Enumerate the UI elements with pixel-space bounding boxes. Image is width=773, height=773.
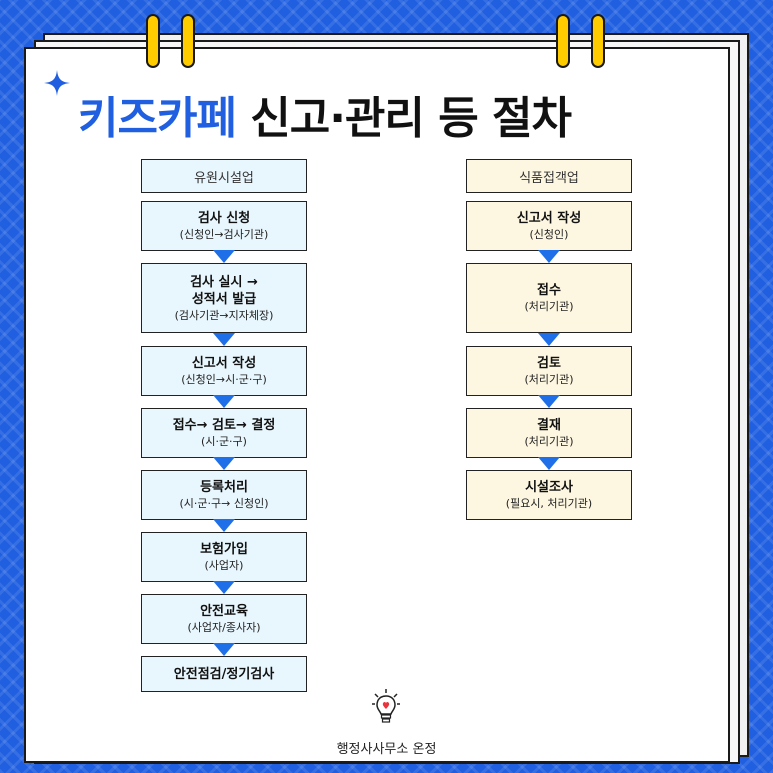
step-title: 안전교육 xyxy=(200,604,248,619)
left-step-2: 검사 실시 → 성적서 발급 (검사기관→지자체장) xyxy=(141,263,307,333)
step-title: 신고서 작성 xyxy=(516,211,582,226)
left-step-5: 등록처리 (시·군·구→ 신청인) xyxy=(141,470,307,520)
step-title-line2: 성적서 발급 xyxy=(191,291,257,307)
step-title: 검사 신청 xyxy=(197,211,251,226)
left-step-1: 검사 신청 (신청인→검사기관) xyxy=(141,201,307,251)
right-step-2: 접수 (처리기관) xyxy=(466,263,632,333)
arrow-down-icon xyxy=(538,457,560,470)
lightbulb-heart-icon xyxy=(372,689,400,723)
binder-ring-right-1 xyxy=(556,14,570,68)
left-step-8: 안전점검/정기검사 xyxy=(141,656,307,692)
footer-brand: 행정사사무소 온정 xyxy=(336,742,437,757)
arrow-down-icon xyxy=(538,395,560,408)
step-title: 검사 실시 → xyxy=(190,274,258,290)
arrow-down-icon xyxy=(213,333,235,346)
left-column-header: 유원시설업 xyxy=(141,159,307,193)
step-subtitle: (신청인→시·군·구) xyxy=(181,373,267,386)
right-step-4: 결재 (처리기관) xyxy=(466,408,632,458)
arrow-down-icon xyxy=(213,519,235,532)
arrow-down-icon xyxy=(538,250,560,263)
step-subtitle: (시·군·구) xyxy=(201,435,247,448)
title-highlight: 키즈카페 xyxy=(78,93,237,144)
arrow-down-icon xyxy=(213,643,235,656)
step-subtitle: (처리기관) xyxy=(524,373,574,386)
arrow-down-icon xyxy=(213,250,235,263)
right-step-5: 시설조사 (필요시, 처리기관) xyxy=(466,470,632,520)
binder-ring-right-2 xyxy=(591,14,605,68)
left-step-7: 안전교육 (사업자/종사자) xyxy=(141,594,307,644)
step-title: 신고서 작성 xyxy=(191,356,257,371)
right-step-3: 검토 (처리기관) xyxy=(466,346,632,396)
step-subtitle: (시·군·구→ 신청인) xyxy=(179,497,269,510)
step-subtitle: (사업자) xyxy=(204,559,244,572)
sparkle-icon xyxy=(44,70,70,96)
step-title: 접수 xyxy=(537,283,561,298)
step-title: 보험가입 xyxy=(200,542,248,557)
step-subtitle: (신청인→검사기관) xyxy=(179,228,269,241)
step-subtitle: (처리기관) xyxy=(524,435,574,448)
step-subtitle: (필요시, 처리기관) xyxy=(505,497,593,510)
title-rest: 신고·관리 등 절차 xyxy=(250,93,572,144)
step-subtitle: (사업자/종사자) xyxy=(187,621,261,634)
arrow-down-icon xyxy=(213,457,235,470)
step-title: 접수→ 검토→ 결정 xyxy=(172,418,276,433)
step-subtitle: (신청인) xyxy=(529,228,569,241)
arrow-down-icon xyxy=(538,333,560,346)
right-column-header: 식품접객업 xyxy=(466,159,632,193)
step-title: 등록처리 xyxy=(200,480,248,495)
arrow-down-icon xyxy=(213,395,235,408)
step-title: 검토 xyxy=(537,356,561,371)
paper-front xyxy=(24,47,730,763)
left-step-6: 보험가입 (사업자) xyxy=(141,532,307,582)
page-title: 키즈카페 신고·관리 등 절차 xyxy=(78,82,572,146)
binder-ring-left-2 xyxy=(181,14,195,68)
left-step-4: 접수→ 검토→ 결정 (시·군·구) xyxy=(141,408,307,458)
step-title: 안전점검/정기검사 xyxy=(173,666,275,682)
binder-ring-left-1 xyxy=(146,14,160,68)
arrow-down-icon xyxy=(213,581,235,594)
left-step-3: 신고서 작성 (신청인→시·군·구) xyxy=(141,346,307,396)
right-step-1: 신고서 작성 (신청인) xyxy=(466,201,632,251)
step-subtitle: (처리기관) xyxy=(524,300,574,313)
step-title: 시설조사 xyxy=(525,480,573,495)
step-title: 결재 xyxy=(537,418,561,433)
step-subtitle: (검사기관→지자체장) xyxy=(174,308,274,322)
